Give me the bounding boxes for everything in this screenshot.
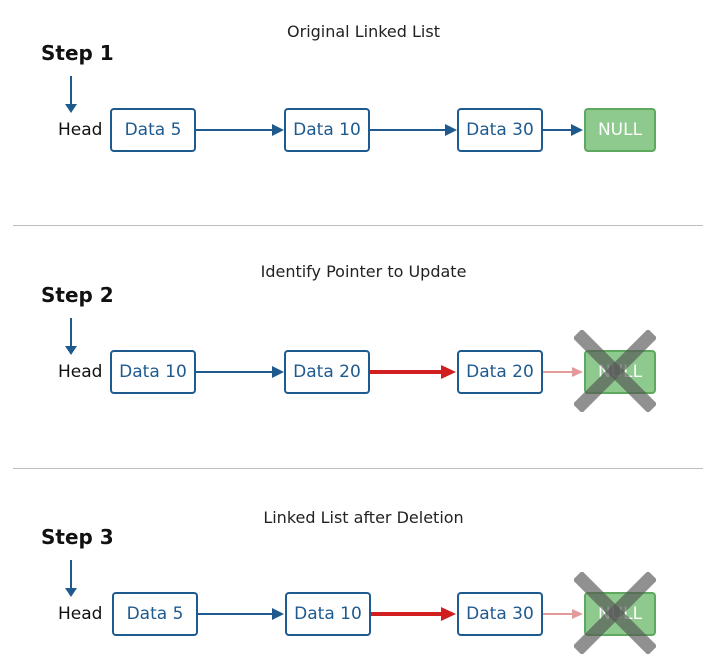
list-node: Data 5 [110, 108, 196, 152]
delete-cross-icon [574, 572, 656, 654]
step-label: Step 2 [41, 283, 114, 307]
null-node: NULL [584, 108, 656, 152]
head-pointer-arrow-icon [65, 560, 77, 597]
list-node: Data 5 [112, 592, 198, 636]
head-label: Head [58, 604, 103, 624]
head-pointer-arrow-icon [65, 76, 77, 113]
list-node: Data 30 [457, 592, 543, 636]
delete-cross-icon [574, 330, 656, 412]
link-arrows [196, 365, 583, 379]
list-node: Data 10 [285, 592, 371, 636]
step-1-panel: Original Linked List Step 1 Head Data 5 … [0, 0, 727, 225]
link-arrows [196, 124, 583, 136]
panel-title: Original Linked List [287, 22, 440, 41]
list-node: Data 30 [457, 108, 543, 152]
link-arrows [196, 607, 583, 621]
step-label: Step 1 [41, 41, 114, 65]
divider [13, 468, 703, 469]
step-label: Step 3 [41, 525, 114, 549]
step-2-panel: Identify Pointer to Update Step 2 Head D… [0, 242, 727, 467]
step-3-panel: Linked List after Deletion Step 3 Head D… [0, 484, 727, 669]
divider [13, 225, 703, 226]
panel-title: Linked List after Deletion [263, 508, 464, 527]
list-node: Data 20 [284, 350, 370, 394]
list-node: Data 10 [284, 108, 370, 152]
list-node: Data 20 [457, 350, 543, 394]
list-node: Data 10 [110, 350, 196, 394]
head-pointer-arrow-icon [65, 318, 77, 355]
head-label: Head [58, 362, 103, 382]
panel-title: Identify Pointer to Update [260, 262, 467, 281]
head-label: Head [58, 120, 103, 140]
